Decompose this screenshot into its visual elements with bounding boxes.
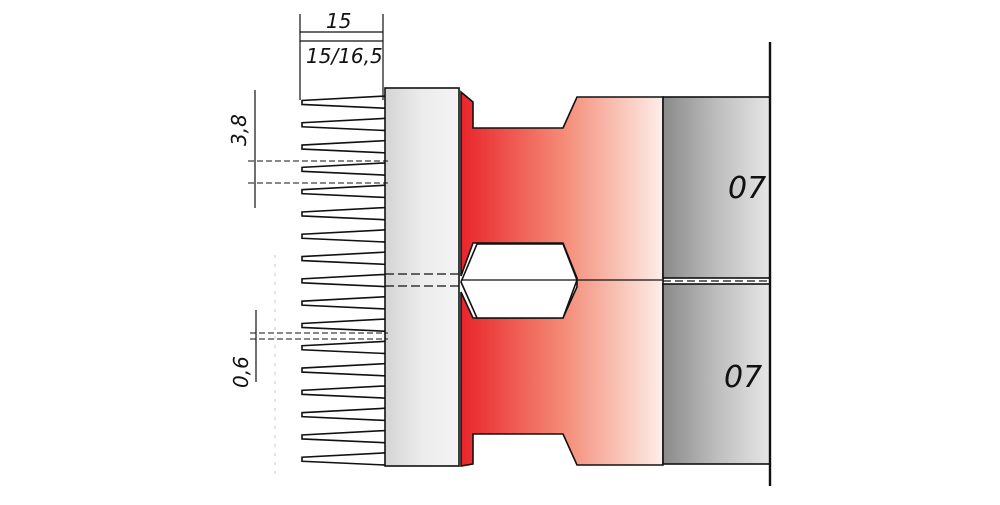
tooth-body-block [384,87,460,467]
cutter-tooth [301,184,387,199]
cutter-tooth [301,340,387,355]
cutter-tooth [301,429,387,444]
cutter-tooth [301,452,387,466]
cutter-teeth [301,95,387,466]
lower-segment-label: 07 [724,360,762,395]
cutter-tooth [301,139,387,154]
gray-segment-upper [662,96,771,279]
upper-segment-label: 07 [728,171,766,206]
cutter-tooth [301,162,387,176]
cutter-tooth [301,117,387,132]
cutter-tooth [301,295,387,310]
dim-top-width-alt: 15/16,5 [306,44,383,68]
cutter-tooth [301,95,387,110]
cutter-tooth [301,362,387,377]
dim-tooth-gap: 0,6 [229,356,253,388]
cutter-tooth [301,206,387,221]
cutter-tooth [301,385,387,399]
cutter-tooth [301,229,387,243]
cutter-tooth [301,251,387,266]
dim-tooth-pitch: 3,8 [227,114,251,146]
hex-hole [460,243,578,319]
cutter-tooth [301,273,387,288]
cutter-tooth [301,318,387,333]
cutter-tooth [301,407,387,422]
dim-top-width: 15 [326,9,351,33]
